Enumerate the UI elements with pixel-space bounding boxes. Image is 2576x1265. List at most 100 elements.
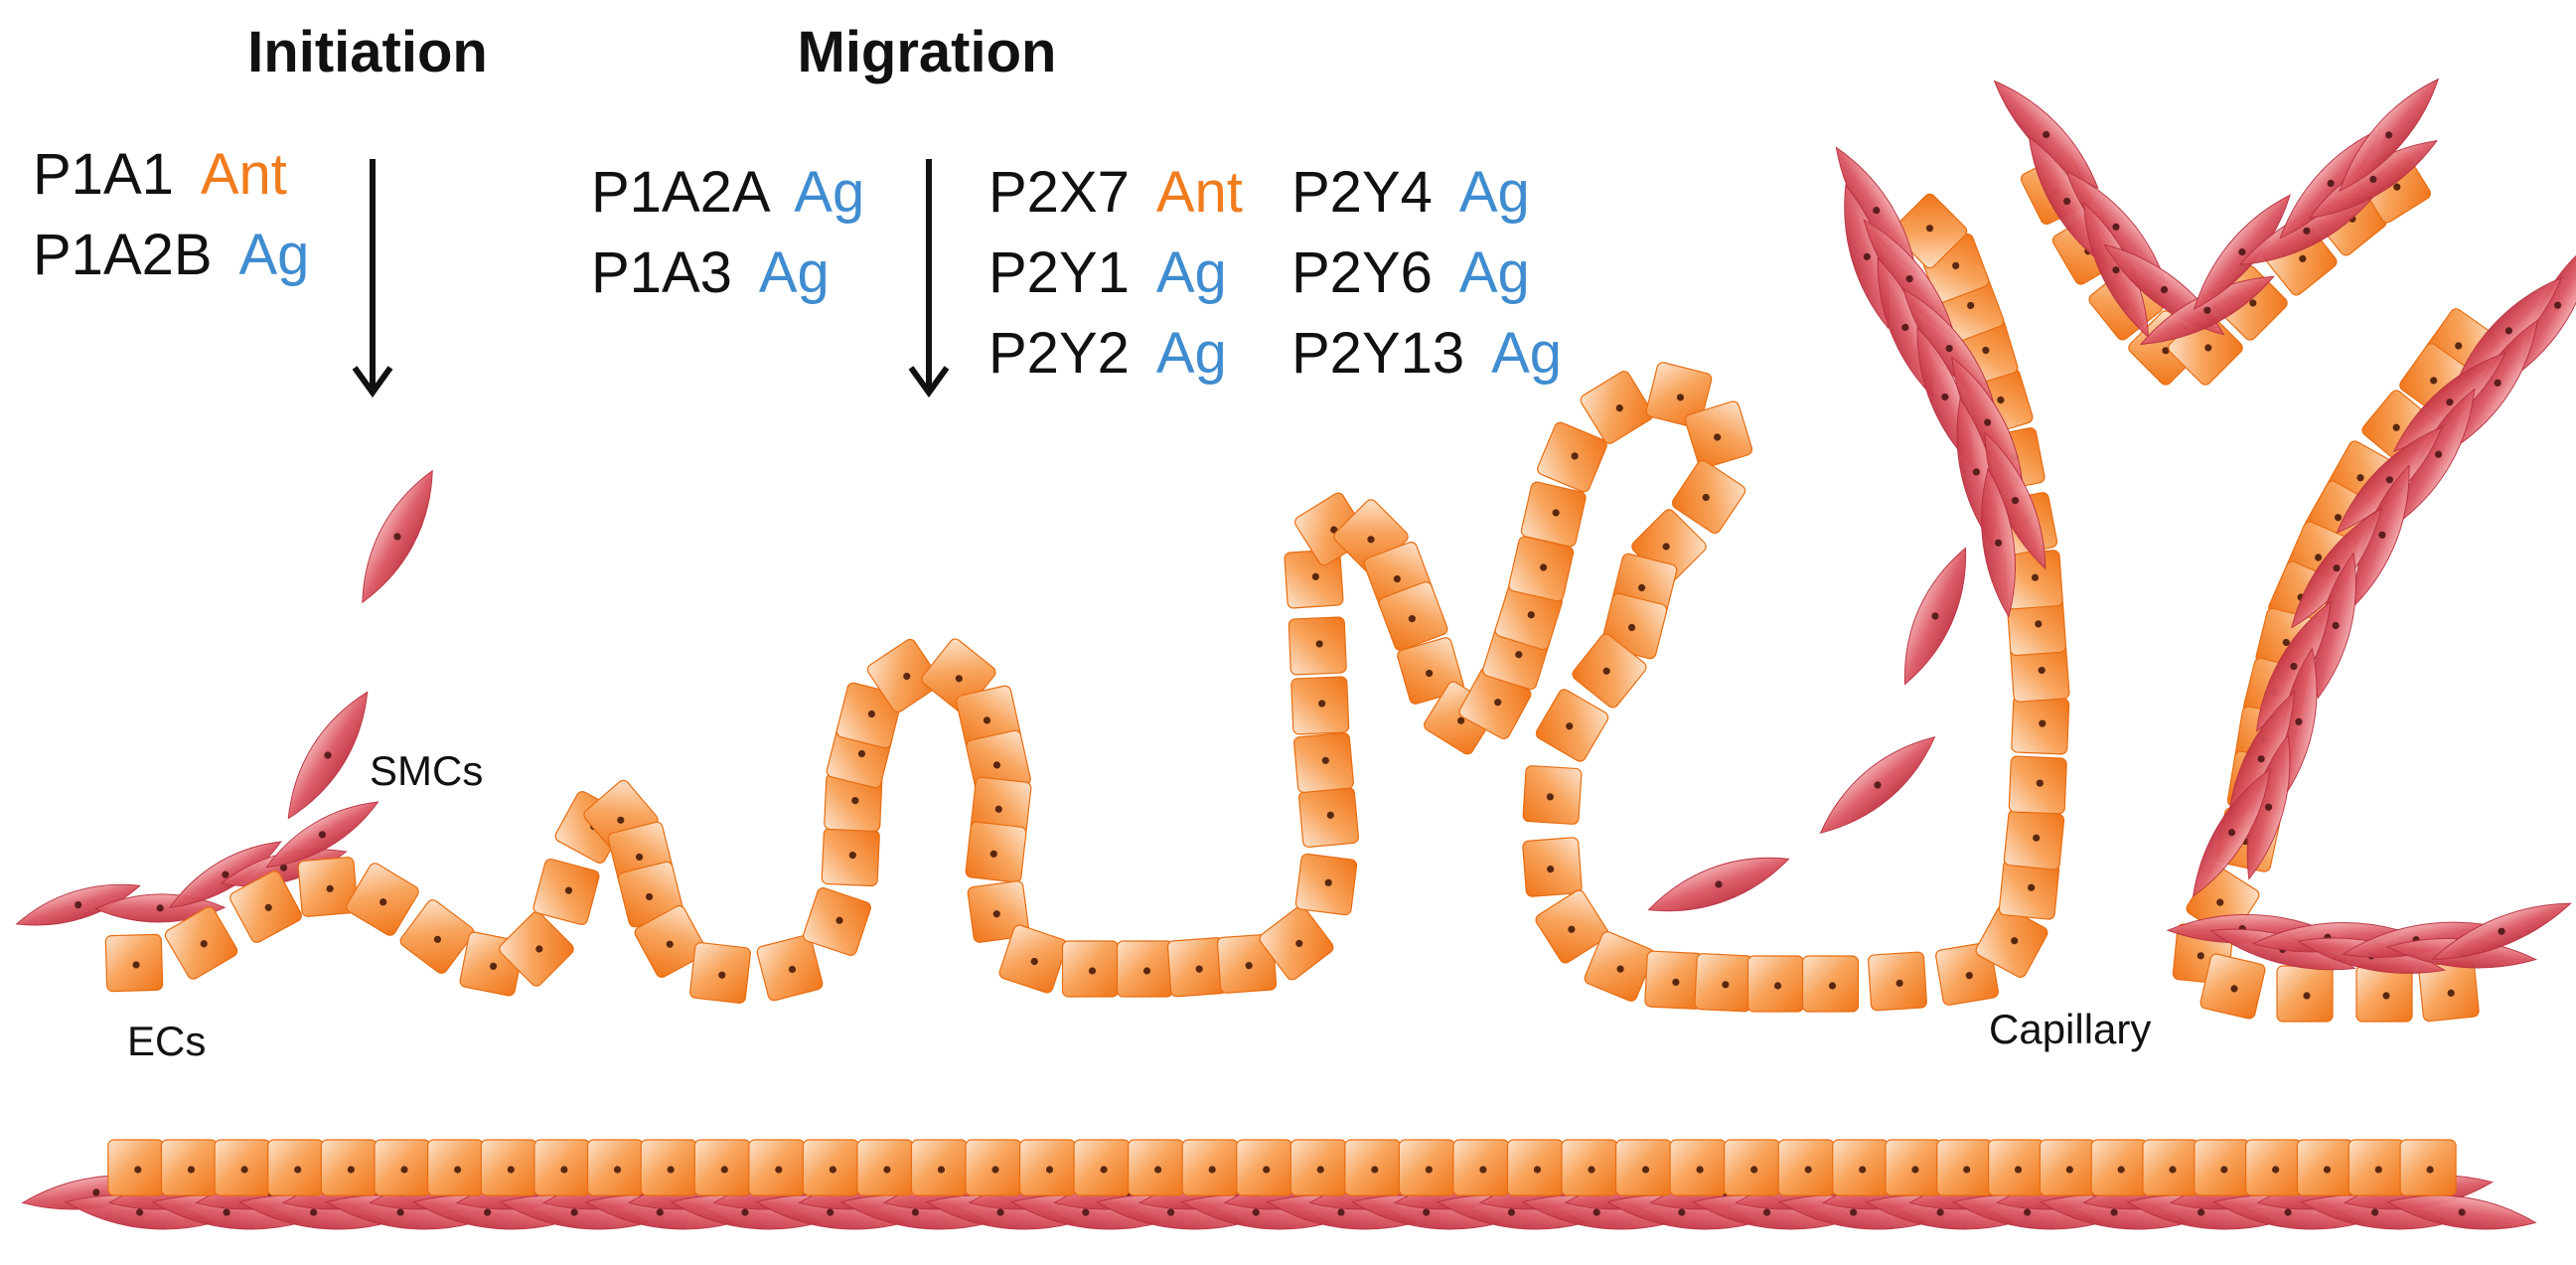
endothelial-cell	[1832, 1139, 1890, 1196]
endothelial-cell	[214, 1139, 271, 1196]
smooth-muscle-cell	[2255, 600, 2332, 732]
endothelial-cell	[1522, 765, 1583, 825]
endothelial-cell	[1572, 633, 1647, 709]
receptor-name: P2Y6	[1291, 240, 1433, 305]
endothelial-cell	[1290, 676, 1350, 735]
endothelial-cell	[2003, 550, 2063, 610]
receptor-effect-agonist: Ag	[1459, 160, 1530, 225]
endothelial-cell	[2194, 1139, 2251, 1196]
endothelial-cell	[1259, 905, 1334, 981]
endothelial-cell	[965, 1139, 1022, 1196]
receptor-effect-antagonist: Ant	[201, 142, 287, 207]
receptor-name: P2Y13	[1291, 321, 1464, 386]
smooth-muscle-cell	[1981, 467, 2016, 618]
endothelial-cell	[533, 1139, 591, 1196]
ecs-label: ECs	[127, 1018, 206, 1064]
endothelial-cell	[532, 858, 600, 926]
endothelial-cell	[1777, 1139, 1835, 1196]
endothelial-cell	[803, 887, 871, 956]
smooth-muscle-cell	[2431, 902, 2572, 960]
endothelial-cell	[866, 638, 942, 713]
endothelial-cell	[480, 1139, 537, 1196]
endothelial-cell	[104, 933, 164, 993]
receptor-label: P1A2B Ag	[33, 223, 309, 287]
endothelial-cell	[499, 911, 574, 987]
endothelial-cell	[1398, 1139, 1455, 1196]
endothelial-cell	[856, 1139, 914, 1196]
receptor-effect-agonist: Ag	[1491, 321, 1562, 386]
migration-receptor-list-3: P2Y4 Ag P2Y6 Ag P2Y13 Ag	[1291, 160, 1562, 386]
endothelial-cell	[2003, 809, 2065, 870]
migration-receptor-list-1: P1A2A Ag P1A3 Ag	[591, 160, 864, 305]
endothelial-cell	[2355, 965, 2413, 1023]
endothelial-cell	[2399, 1139, 2457, 1196]
receptor-label: P2Y4 Ag	[1291, 160, 1530, 225]
receptor-label: P2Y1 Ag	[988, 240, 1227, 305]
receptor-effect-agonist: Ag	[1156, 240, 1227, 305]
endothelial-cell	[1584, 931, 1655, 1002]
receptor-name: P2Y4	[1291, 160, 1433, 225]
endothelial-cell	[1520, 481, 1587, 548]
vessel-cell-layer	[15, 78, 2576, 1230]
endothelial-cell	[2142, 1139, 2199, 1196]
endothelial-cell	[1535, 889, 1609, 964]
smooth-muscle-cell	[1903, 547, 1967, 686]
receptor-effect-agonist: Ag	[1156, 321, 1227, 386]
receptor-name: P2Y2	[988, 321, 1130, 386]
endothelial-cell	[164, 906, 238, 980]
endothelial-cell	[1935, 942, 1999, 1006]
receptor-effect-agonist: Ag	[794, 160, 864, 225]
receptor-effect-agonist: Ag	[1459, 240, 1530, 305]
endothelial-cell	[1018, 1139, 1077, 1196]
endothelial-cell	[1537, 421, 1607, 493]
endothelial-cell	[640, 1139, 697, 1196]
endothelial-cell	[1669, 1139, 1727, 1196]
receptor-name: P1A1	[33, 142, 174, 207]
endothelial-cell	[748, 1139, 806, 1196]
smooth-muscle-cell	[287, 691, 369, 820]
endothelial-cell	[1580, 371, 1654, 444]
endothelial-cell	[1181, 1139, 1239, 1196]
receptor-label: P1A2A Ag	[591, 160, 864, 225]
receptor-name: P2X7	[988, 160, 1130, 225]
endothelial-cell	[821, 827, 880, 887]
receptor-effect-antagonist: Ant	[1156, 160, 1243, 225]
endothelial-cell	[1288, 616, 1347, 676]
smooth-muscle-cell	[1647, 857, 1790, 912]
receptor-effect-agonist: Ag	[239, 223, 310, 287]
endothelial-cell	[998, 924, 1068, 994]
endothelial-cell	[802, 1139, 859, 1196]
endothelial-cell	[1684, 400, 1753, 469]
endothelial-cell	[107, 1139, 165, 1196]
receptor-label: P2Y13 Ag	[1291, 321, 1562, 386]
migration-title: Migration	[798, 20, 1057, 84]
smooth-muscle-cell	[2193, 194, 2292, 311]
endothelial-cell	[965, 821, 1027, 883]
receptor-name: P2Y1	[988, 240, 1130, 305]
endothelial-cell	[346, 863, 419, 936]
migration-receptor-list-2: P2X7 Ant P2Y1 Ag P2Y2 Ag	[988, 160, 1243, 386]
endothelial-cell	[1746, 955, 1805, 1013]
initiation-receptor-list: P1A1 Ant P1A2B Ag	[33, 142, 309, 287]
receptor-label: P1A1 Ant	[33, 142, 287, 207]
endothelial-cell	[1216, 933, 1278, 994]
capillary-label: Capillary	[1989, 1006, 2151, 1052]
endothelial-cell	[756, 934, 824, 1002]
smcs-label: SMCs	[370, 747, 483, 794]
endothelial-cell	[693, 1139, 751, 1196]
endothelial-cell	[1561, 1139, 1618, 1196]
endothelial-cell	[374, 1139, 431, 1196]
endothelial-cell	[1452, 1139, 1510, 1196]
endothelial-cell	[824, 772, 883, 833]
endothelial-cell	[2348, 1139, 2405, 1196]
endothelial-cell	[1061, 940, 1120, 998]
smooth-muscle-cell	[2291, 507, 2382, 629]
endothelial-cell	[634, 905, 707, 978]
receptor-label: P2Y6 Ag	[1291, 240, 1530, 305]
smooth-muscle-cell	[2139, 275, 2275, 345]
endothelial-cell	[2245, 1139, 2303, 1196]
endothelial-cell	[229, 870, 302, 943]
initiation-title: Initiation	[247, 20, 488, 84]
smooth-muscle-cell	[2336, 425, 2444, 534]
